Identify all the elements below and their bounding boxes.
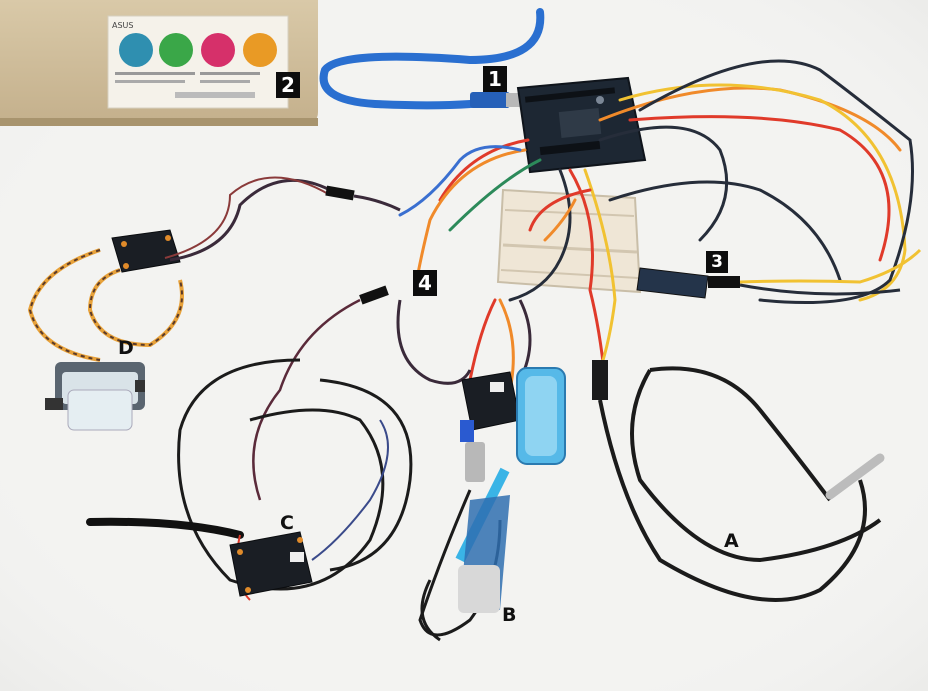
usb-plug: [470, 92, 510, 108]
label-c: C: [280, 512, 294, 534]
temperature-probe-tip: [825, 453, 885, 500]
sensor-c: [86, 298, 413, 601]
laptop: ASUS: [0, 0, 318, 126]
marker-1: 1: [483, 66, 507, 92]
sensor-d: [27, 176, 401, 431]
label-a: A: [724, 530, 739, 552]
marker-4: 4: [413, 270, 437, 296]
label-d: D: [118, 337, 134, 359]
sticker-orange-icon: [243, 33, 277, 67]
sensor-b: [396, 299, 566, 642]
arduino-board: [516, 76, 647, 174]
marker-3: 3: [706, 251, 728, 273]
laptop-brand-text: ASUS: [112, 21, 133, 30]
label-b: B: [502, 604, 517, 626]
module-3-sensor-board: [636, 248, 922, 299]
marker-2: 2: [276, 72, 300, 98]
sticker-pink-icon: [201, 33, 235, 67]
sticker-blue-icon: [119, 33, 153, 67]
sensor-a: [592, 360, 885, 602]
usb-cable: [319, 8, 545, 110]
sticker-green-icon: [159, 33, 193, 67]
